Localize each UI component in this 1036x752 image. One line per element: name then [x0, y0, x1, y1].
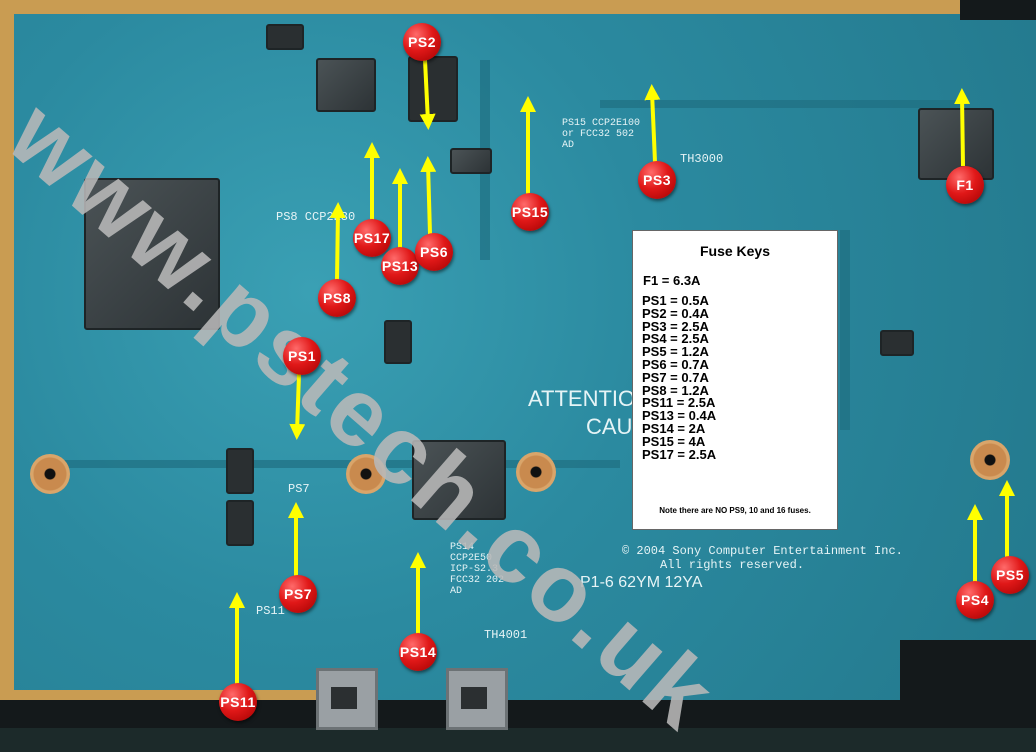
- mounting-hole: [30, 454, 70, 494]
- fuse-key-entry: PS3 = 2.5A: [642, 318, 709, 334]
- fuse-key-title: Fuse Keys: [699, 243, 771, 259]
- chip: [384, 320, 412, 364]
- chip: [266, 24, 304, 50]
- usb-port: [316, 668, 378, 730]
- fuse-key-panel: Fuse Keys F1 = 6.3A PS1 = 0.5A PS2 = 0.4…: [632, 230, 838, 530]
- fuse-marker-ps3: PS3: [638, 161, 676, 199]
- silk-th3000: TH3000: [680, 152, 724, 166]
- trace: [840, 230, 850, 430]
- fuse-marker-ps2: PS2: [403, 23, 441, 61]
- mounting-hole: [516, 452, 556, 492]
- chip: [226, 448, 254, 494]
- silk-th4001: TH4001: [484, 628, 528, 642]
- silk-board-id: P1-6 62YM 12YA: [580, 574, 703, 591]
- arrow-f1: [954, 88, 971, 167]
- fuse-marker-ps11: PS11: [219, 683, 257, 721]
- fuse-key-list: PS1 = 0.5A PS2 = 0.4A PS3 = 2.5A PS4 = 2…: [642, 293, 717, 462]
- fuse-key-entry: PS5 = 1.2A: [642, 344, 709, 360]
- arrow-ps2: [419, 59, 436, 130]
- chip: [316, 58, 376, 112]
- fuse-marker-ps7: PS7: [279, 575, 317, 613]
- fuse-marker-ps1: PS1: [283, 337, 321, 375]
- silk-ps14: PS14 CCP2E50 ICP-S2.3 FCC32 202 AD: [450, 542, 505, 597]
- fuse-key-entry: PS8 = 1.2A: [642, 382, 709, 398]
- silk-ps11: PS11: [256, 604, 285, 618]
- fuse-key-entry: PS17 = 2.5A: [642, 446, 717, 462]
- fuse-key-entry: PS6 = 0.7A: [642, 356, 709, 372]
- fuse-marker-ps8: PS8: [318, 279, 356, 317]
- connector-block: [900, 640, 1036, 728]
- board-edge-top: [0, 0, 1036, 14]
- arrow-ps1: [289, 373, 306, 440]
- fuse-marker-ps15: PS15: [511, 193, 549, 231]
- arrow-ps3: [644, 84, 661, 163]
- silk-ps7: PS7: [288, 482, 310, 496]
- dark-background: [0, 700, 1036, 728]
- silk-copyright: © 2004 Sony Computer Entertainment Inc.: [622, 544, 903, 558]
- trace: [60, 460, 620, 468]
- trace: [600, 100, 960, 108]
- main-processor-chip: [84, 178, 220, 330]
- fuse-marker-ps17: PS17: [353, 219, 391, 257]
- silk-rights: All rights reserved.: [660, 558, 805, 572]
- fuse-key-f1: F1 = 6.3A: [643, 273, 701, 288]
- chip: [880, 330, 914, 356]
- fuse-marker-ps5: PS5: [991, 556, 1029, 594]
- fuse-key-entry: PS4 = 2.5A: [642, 331, 709, 347]
- board-edge-left: [0, 0, 14, 700]
- fuse-key-entry: PS15 = 4A: [642, 433, 706, 449]
- arrow-ps8: [329, 202, 346, 281]
- fuse-key-entry: PS13 = 0.4A: [642, 408, 717, 424]
- arrow-ps6: [420, 156, 437, 235]
- fuse-marker-ps14: PS14: [399, 633, 437, 671]
- silk-ps15: PS15 CCP2E100 or FCC32 502 AD: [562, 118, 641, 151]
- chip: [412, 440, 506, 520]
- fuse-marker-ps13: PS13: [381, 247, 419, 285]
- fuse-marker-ps4: PS4: [956, 581, 994, 619]
- fuse-key-note: Note there are NO PS9, 10 and 16 fuses.: [659, 506, 811, 515]
- fuse-marker-ps6: PS6: [415, 233, 453, 271]
- fuse-key-entry: PS14 = 2A: [642, 420, 706, 436]
- fuse-key-entry: PS7 = 0.7A: [642, 369, 709, 385]
- chip: [226, 500, 254, 546]
- mounting-hole: [346, 454, 386, 494]
- fuse-key-entry: PS1 = 0.5A: [642, 293, 709, 308]
- fuse-marker-f1: F1: [946, 166, 984, 204]
- arrow-layer: [229, 59, 1015, 684]
- fuse-key-entry: PS2 = 0.4A: [642, 305, 709, 321]
- corner-dark: [960, 0, 1036, 20]
- mounting-hole: [970, 440, 1010, 480]
- chip: [450, 148, 492, 174]
- pcb-photo: ATTENTION: CAUTI © 2004 Sony Computer En…: [0, 0, 1036, 730]
- fuse-key-entry: PS11 = 2.5A: [642, 395, 716, 411]
